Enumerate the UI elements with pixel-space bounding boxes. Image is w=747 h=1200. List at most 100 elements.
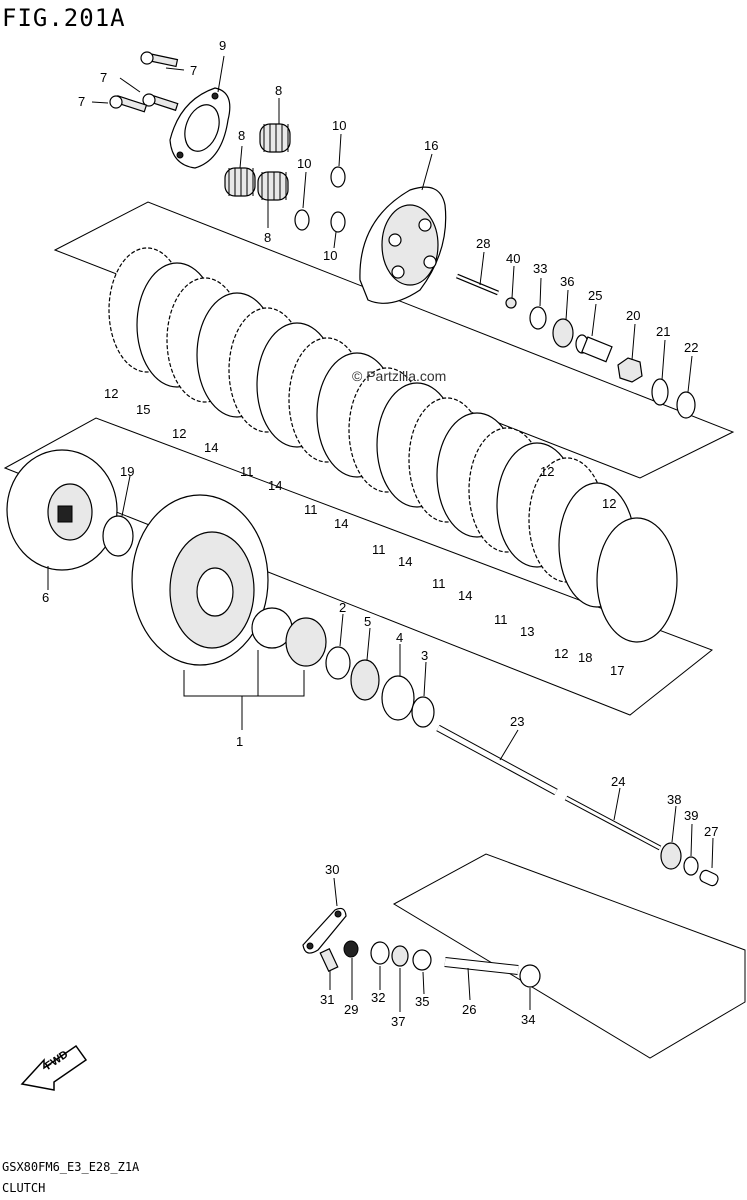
spring-retainer-part-9 [169, 87, 231, 169]
callout-35: 35 [415, 994, 429, 1009]
callout-12c: 12 [554, 646, 568, 661]
release-arm-part-30 [302, 907, 347, 954]
bearing-part-36 [552, 318, 574, 348]
callout-7c: 7 [78, 94, 85, 109]
callout-8c: 8 [264, 230, 271, 245]
bolt-part-7b [142, 93, 179, 112]
washer-part-21 [651, 378, 669, 406]
model-code: GSX80FM6_E3_E28_Z1A [2, 1160, 140, 1174]
figure-title: FIG.201A [2, 4, 126, 32]
primary-driven-gear-part-6 [6, 449, 118, 571]
callout-10a: 10 [332, 118, 346, 133]
bolt-part-7c [109, 95, 148, 113]
o-ring-part-22 [676, 391, 696, 419]
adjuster-screw-part-28 [456, 273, 499, 296]
callout-14c: 14 [334, 516, 348, 531]
callout-18: 18 [578, 650, 592, 665]
callout-39: 39 [684, 808, 698, 823]
push-piece-part-25 [575, 334, 613, 363]
callout-26: 26 [462, 1002, 476, 1017]
washer-part-32 [370, 941, 390, 965]
pressure-plate-part-16 [359, 186, 447, 304]
callout-14a: 14 [204, 440, 218, 455]
callout-11c: 11 [372, 542, 386, 557]
callout-3: 3 [421, 648, 428, 663]
callout-8b: 8 [238, 128, 245, 143]
callout-11e: 11 [494, 612, 508, 627]
callout-36: 36 [560, 274, 574, 289]
fwd-arrow-icon: FWD [20, 1044, 88, 1091]
callout-1: 1 [236, 734, 243, 749]
callout-29: 29 [344, 1002, 358, 1017]
callout-38: 38 [667, 792, 681, 807]
callout-11a: 11 [240, 464, 254, 479]
callout-24: 24 [611, 774, 625, 789]
callout-37: 37 [391, 1014, 405, 1029]
washer-part-3 [411, 696, 435, 728]
o-ring-part-39 [683, 856, 699, 876]
leader-lines [47, 55, 714, 1012]
clutch-plate-stack [108, 247, 678, 643]
release-group-frame [392, 853, 746, 1059]
bolt-part-31 [319, 948, 339, 972]
callout-labels: 7 7 7 9 8 8 8 10 10 10 16 28 40 33 36 25… [42, 38, 718, 1029]
push-piece-part-38 [660, 842, 682, 870]
callout-12d: 12 [540, 464, 554, 479]
callout-22: 22 [684, 340, 698, 355]
clutch-hub-part-1 [131, 494, 269, 666]
callout-30: 30 [325, 862, 339, 877]
callout-16: 16 [424, 138, 438, 153]
seal-part-37 [391, 945, 409, 967]
callout-13: 13 [520, 624, 534, 639]
callout-12e: 12 [602, 496, 616, 511]
callout-6: 6 [42, 590, 49, 605]
callout-5: 5 [364, 614, 371, 629]
clutch-spring-part-8c [257, 171, 289, 201]
thrust-washer-part-19 [102, 515, 134, 557]
washer-part-10b [294, 209, 310, 231]
push-rod-part-23 [436, 724, 558, 796]
spacer-part-2 [325, 646, 351, 680]
callout-27: 27 [704, 824, 718, 839]
callout-12b: 12 [172, 426, 186, 441]
washer-part-10c [330, 211, 346, 233]
needle-bearing-part [285, 617, 327, 667]
callout-14e: 14 [458, 588, 472, 603]
nut-part-40 [505, 297, 517, 309]
bearing-part-35 [412, 949, 432, 971]
hub-group-frame [3, 417, 714, 716]
callout-10c: 10 [323, 248, 337, 263]
callout-11d: 11 [432, 576, 446, 591]
callout-21: 21 [656, 324, 670, 339]
callout-19: 19 [120, 464, 134, 479]
callout-12a: 12 [104, 386, 118, 401]
pin-part-27 [699, 869, 719, 887]
clutch-spring-part-8a [259, 123, 291, 153]
callout-15: 15 [136, 402, 150, 417]
callout-2: 2 [339, 600, 346, 615]
callout-7a: 7 [190, 63, 197, 78]
callout-31: 31 [320, 992, 334, 1007]
callout-25: 25 [588, 288, 602, 303]
callout-34: 34 [521, 1012, 535, 1027]
callout-9: 9 [219, 38, 226, 53]
push-rod-part-24 [564, 795, 662, 851]
release-shaft-part-26 [444, 957, 519, 975]
watermark-text: © Partzilla.com [352, 368, 447, 384]
spring-part-29 [343, 940, 359, 958]
callout-17: 17 [610, 663, 624, 678]
callout-20: 20 [626, 308, 640, 323]
callout-32: 32 [371, 990, 385, 1005]
callout-7b: 7 [100, 70, 107, 85]
callout-4: 4 [396, 630, 403, 645]
washer-part-4 [381, 675, 415, 721]
callout-14d: 14 [398, 554, 412, 569]
callout-14b: 14 [268, 478, 282, 493]
callout-40: 40 [506, 251, 520, 266]
callout-11b: 11 [304, 502, 318, 517]
washer-part-33 [529, 306, 547, 330]
figure-name: CLUTCH [2, 1181, 46, 1195]
bushing-part-34 [519, 964, 541, 988]
